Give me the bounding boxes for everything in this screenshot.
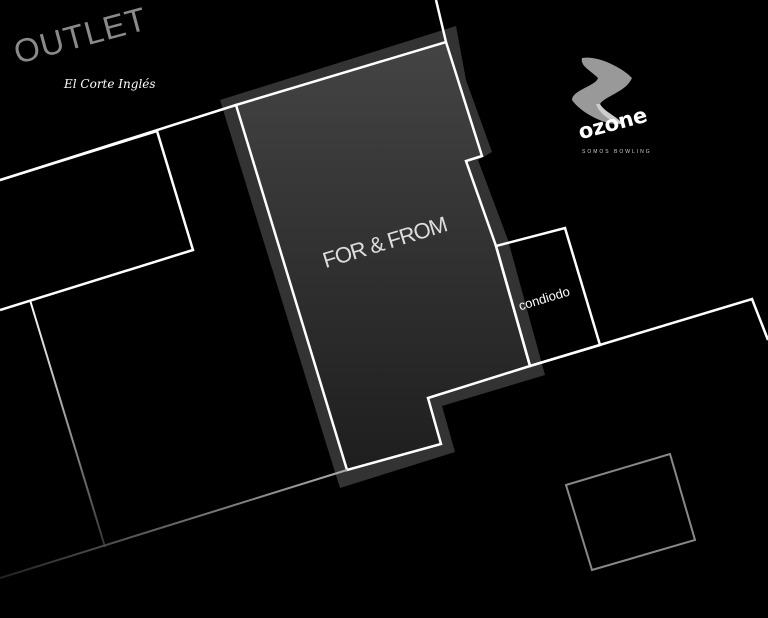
store-left-box[interactable] xyxy=(0,129,195,312)
wall-line xyxy=(0,469,348,579)
wall-line xyxy=(434,0,448,43)
ozone-logo-icon xyxy=(572,57,632,125)
store-small-box[interactable] xyxy=(564,452,697,572)
el-corte-ingles-logo: El Corte Inglés xyxy=(64,77,156,91)
wall-line xyxy=(529,297,768,368)
ozone-logo-subtitle: SOMOS BOWLING xyxy=(582,149,652,155)
wall-line xyxy=(29,299,106,548)
